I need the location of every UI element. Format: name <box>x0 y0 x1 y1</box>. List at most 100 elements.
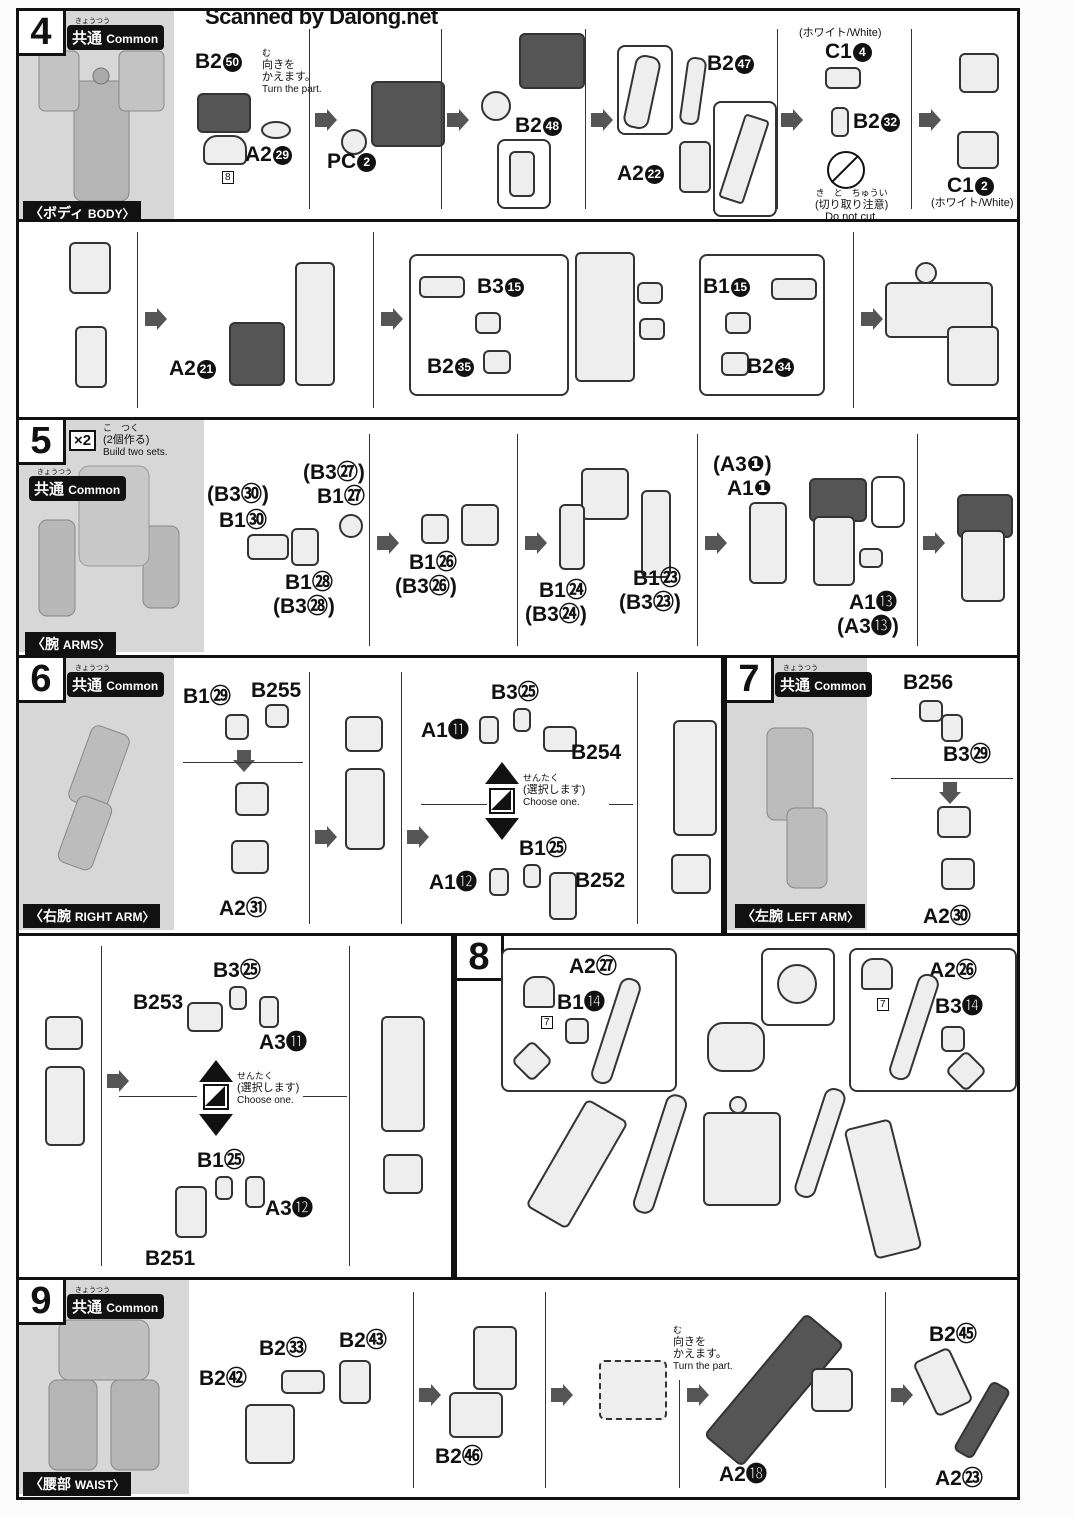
label-b2-33: B2㉝ <box>259 1337 307 1360</box>
part-torso-upper <box>519 33 585 89</box>
part-a2-22 <box>679 141 711 193</box>
part-b3-25 <box>229 986 247 1010</box>
divider <box>421 804 487 805</box>
label-b3-14: B3⓮ <box>935 995 983 1018</box>
turn-note: む 向きを かえます。 Turn the part. <box>673 1325 733 1372</box>
divider <box>119 1096 197 1097</box>
part-b2-50 <box>197 93 251 133</box>
divider <box>911 29 912 209</box>
section-label: 〈腰部 WAIST〉 <box>23 1472 131 1496</box>
part-forearm <box>45 1066 85 1146</box>
part-chest-armor <box>947 326 999 386</box>
part-b1-24 <box>559 504 585 570</box>
part-right-arm <box>843 1118 923 1260</box>
part-c1-assembled <box>959 53 999 93</box>
divider <box>609 804 633 805</box>
part-b1-23 <box>641 490 671 578</box>
part-b2-48-detail <box>509 151 535 197</box>
step9-panel: 9 きょうつう 共通 Common 〈腰部 WAIST〉 B2㉝ B2㊸ B2㊷… <box>16 1280 1020 1500</box>
label-b2-56: B256 <box>903 671 954 694</box>
part-a2-30 <box>941 858 975 890</box>
part-left-shield <box>630 1091 690 1217</box>
detail-box <box>871 476 905 528</box>
part-forearm <box>345 768 385 850</box>
divider <box>137 232 138 408</box>
part-b2-46 <box>449 1392 503 1438</box>
label-a2-26: A2㉖ <box>929 959 977 982</box>
label-b1-24: B1㉔ <box>539 579 587 602</box>
label-a2-31: A2㉛ <box>219 897 267 920</box>
part-b3-15 <box>475 312 501 334</box>
label-b2-42: B2㊷ <box>199 1367 247 1390</box>
white-note-top: (ホワイト/White) <box>799 27 882 39</box>
label-b2-45: B2㊺ <box>929 1323 977 1346</box>
divider <box>183 762 303 763</box>
part-b1-25 <box>523 864 541 888</box>
label-a2-30: A2㉚ <box>923 905 971 928</box>
detail-box-right <box>699 254 825 396</box>
part-elbow <box>937 806 971 838</box>
sticker-number: 8 <box>222 171 234 184</box>
part-a2-29 <box>261 121 291 139</box>
divider <box>697 434 698 646</box>
label-a2-27: A2㉗ <box>569 955 617 978</box>
part-b2-45 <box>912 1346 974 1418</box>
part-shoulder-piece <box>861 958 893 990</box>
part-torso-built <box>295 262 335 386</box>
section-label: 〈右腕 RIGHT ARM〉 <box>23 904 161 928</box>
label-b3-28: (B3㉘) <box>273 595 335 618</box>
label-b1-25: B1㉕ <box>197 1149 245 1172</box>
part-b1-15 <box>725 312 751 334</box>
divider <box>885 1292 886 1488</box>
step-arrow-icon <box>923 532 945 554</box>
part-a3-12 <box>245 1176 265 1208</box>
divider <box>441 29 442 209</box>
choose-one-icon <box>489 788 515 814</box>
step-arrow-icon <box>551 1384 573 1406</box>
part-head-detail <box>777 964 817 1004</box>
label-b3-29: B3㉙ <box>943 743 991 766</box>
step7-panel: 7 きょうつう 共通 Common 〈左腕 LEFT ARM〉 B256 B3㉙… <box>724 658 1020 936</box>
down-arrow-icon <box>199 1114 233 1136</box>
part-left-arm <box>525 1098 629 1230</box>
label-b2-43: B2㊸ <box>339 1329 387 1352</box>
white-note-bottom: (ホワイト/White) <box>931 197 1014 209</box>
part-b1-30 <box>247 534 289 560</box>
part-torso <box>703 1112 781 1206</box>
step-number: 6 <box>19 658 66 703</box>
divider <box>309 29 310 209</box>
step-arrow-icon <box>377 532 399 554</box>
common-en: Common <box>106 32 159 46</box>
label-b3-27: (B3㉗) <box>303 461 365 484</box>
part-a2-31 <box>231 840 269 874</box>
divider <box>401 672 402 924</box>
part-b2-54 <box>543 726 577 752</box>
part-c1-4 <box>825 67 861 89</box>
step6-panel: 6 きょうつう 共通 Common 〈右腕 RIGHT ARM〉 B1㉙ B25… <box>16 658 724 936</box>
down-arrow-icon <box>939 782 961 804</box>
label-a2-23: A2㉓ <box>935 1467 983 1490</box>
part-shoulder-piece <box>523 976 555 1008</box>
part-c1-2 <box>957 131 999 169</box>
part-b1-27 <box>339 514 363 538</box>
label-a1-12: A1⓬ <box>429 871 477 894</box>
part-b1-14 <box>565 1018 589 1044</box>
label-a1-1: A1❶ <box>727 477 772 500</box>
part-upper-arm <box>45 1016 83 1050</box>
divider <box>891 778 1013 779</box>
part-torso-plate <box>75 326 107 388</box>
step-arrow-icon <box>781 109 803 131</box>
part-joint-right <box>639 318 665 340</box>
robot-left-arm-silhouette <box>766 727 828 889</box>
part-b1-25 <box>215 1176 233 1200</box>
label-b3-30: (B3㉚) <box>207 483 269 506</box>
part-b1-28 <box>291 528 319 566</box>
sticker-number-left: 7 <box>541 1016 553 1029</box>
